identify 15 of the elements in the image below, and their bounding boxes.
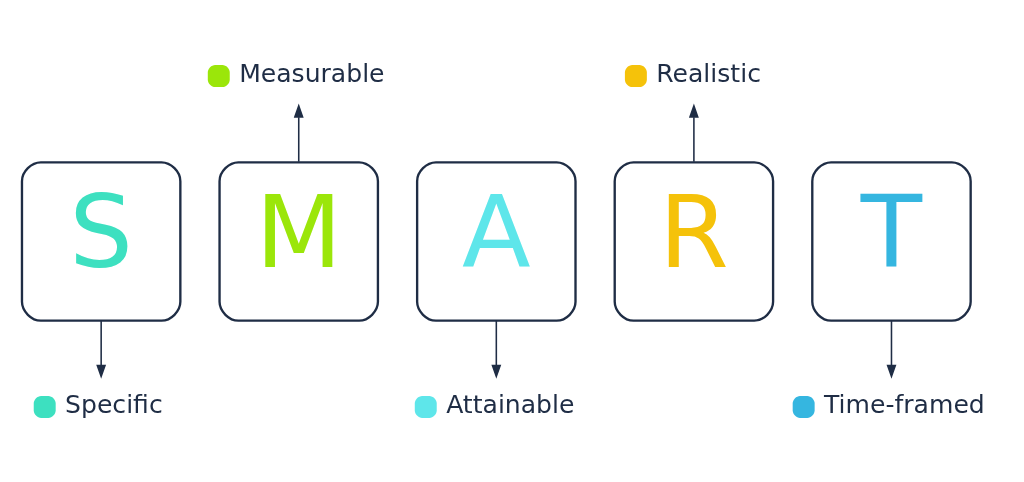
arrow: [688, 103, 699, 163]
arrow: [96, 319, 107, 379]
node-box: M: [218, 160, 380, 322]
node-label: Measurable: [239, 58, 385, 88]
node-box: A: [415, 160, 577, 322]
arrow: [293, 103, 304, 163]
node-box: T: [811, 160, 972, 322]
node-label: Realistic: [656, 58, 761, 88]
node-box: R: [613, 160, 775, 322]
node-label: Attainable: [446, 389, 575, 419]
node-label: Specific: [65, 389, 163, 419]
arrow: [491, 319, 502, 379]
node-label: Time-framed: [824, 389, 985, 419]
arrow: [886, 319, 897, 379]
node-box: S: [20, 160, 182, 322]
